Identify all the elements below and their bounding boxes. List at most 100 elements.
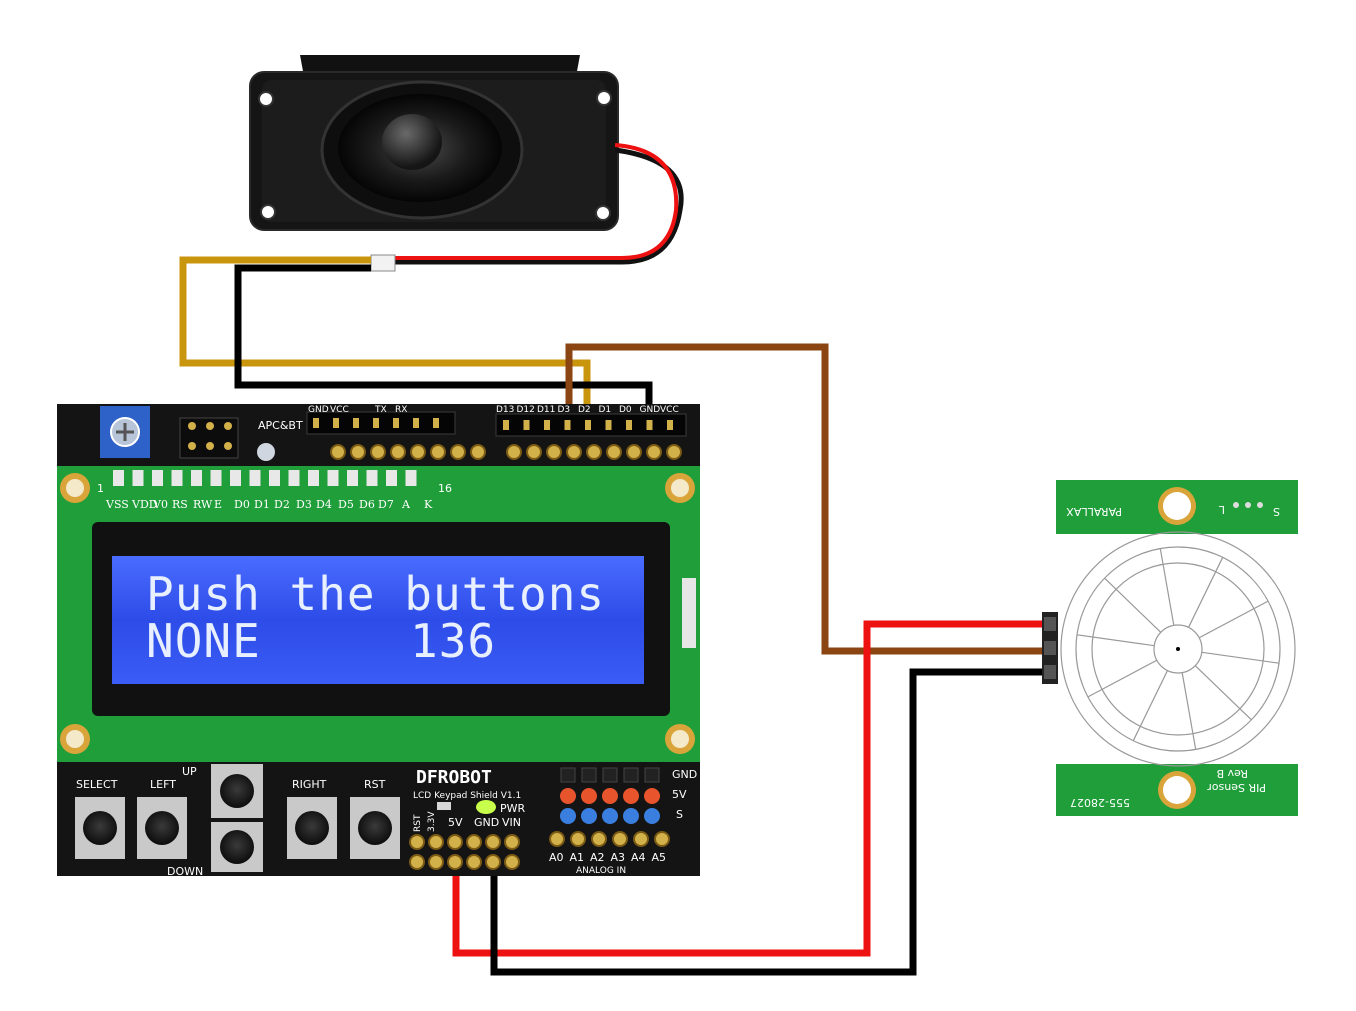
lcd-pin-tab xyxy=(269,470,280,486)
lcd-pin-label: VDD xyxy=(131,498,158,511)
header-pin xyxy=(333,418,339,428)
power-pad xyxy=(485,834,501,850)
lens-segment-line xyxy=(1187,557,1224,628)
pir-part: 555-28027 xyxy=(1070,796,1130,809)
lcd-pin-tab xyxy=(327,470,339,486)
lcd-pin-label: A xyxy=(401,498,411,511)
pir-name: PIR Sensor xyxy=(1207,781,1266,794)
lcd-line-2-left: NONE xyxy=(146,614,261,668)
digital-pin xyxy=(523,420,530,430)
lcd-display xyxy=(112,556,644,684)
dfrobot-logo: DFROBOT xyxy=(416,767,492,788)
lens-segment-line xyxy=(1198,600,1269,639)
up-label: UP xyxy=(182,765,197,778)
power-pad xyxy=(409,854,425,870)
lcd-pin-1: 1 xyxy=(97,482,104,495)
lcd-pin-label: K xyxy=(424,498,433,511)
lcd-pin-tab xyxy=(308,470,319,486)
up-button[interactable] xyxy=(211,764,263,818)
pwr-label: PWR xyxy=(500,802,526,815)
solder-pad xyxy=(350,444,366,460)
power-pad xyxy=(466,834,482,850)
header-pin xyxy=(313,418,319,428)
solder-pad xyxy=(546,444,562,460)
analog-pin-label: A0 xyxy=(549,851,564,864)
speaker xyxy=(249,55,619,231)
lcd-pin-tab xyxy=(171,470,183,486)
header-signal xyxy=(560,808,576,824)
down-button[interactable] xyxy=(211,822,263,872)
lcd-pin-tab xyxy=(249,470,261,486)
right-button[interactable] xyxy=(287,797,337,859)
digital-pin xyxy=(626,420,632,430)
analog-pin-label: A1 xyxy=(570,851,585,864)
power-pad xyxy=(447,834,463,850)
solder-pad xyxy=(626,444,642,460)
header-signal xyxy=(602,808,618,824)
power-pad xyxy=(428,854,444,870)
select-label: SELECT xyxy=(76,778,118,791)
select-button[interactable] xyxy=(75,797,125,859)
wire-black-speaker xyxy=(234,264,653,410)
header-label-vcc: VCC xyxy=(330,405,349,415)
solder-pad xyxy=(586,444,602,460)
power-led-icon xyxy=(476,800,496,814)
digital-pin xyxy=(503,420,509,430)
lens-segment-line xyxy=(1076,634,1155,647)
power-pad xyxy=(409,834,425,850)
lcd-pin-tab xyxy=(347,470,358,486)
lcd-pin-tab xyxy=(132,470,144,486)
solder-pad xyxy=(430,444,446,460)
power-pad xyxy=(447,854,463,870)
lcd-pin-label: D5 xyxy=(338,498,354,511)
analog-pin-label: A3 xyxy=(611,851,626,864)
down-label: DOWN xyxy=(167,865,203,878)
v5-label: 5V xyxy=(448,816,463,829)
analog-pad xyxy=(633,831,649,847)
analog-pin-label: A4 xyxy=(631,851,646,864)
model-label: LCD Keypad Shield V1.1 xyxy=(413,791,521,801)
speaker-connector xyxy=(370,254,396,272)
lcd-pin-tab xyxy=(230,470,241,486)
header-gnd xyxy=(581,767,597,783)
solder-pad xyxy=(370,444,386,460)
solder-pad xyxy=(506,444,522,460)
solder-pad xyxy=(390,444,406,460)
header-signal xyxy=(623,808,639,824)
lcd-pin-tab xyxy=(405,470,417,486)
analog-pad xyxy=(591,831,607,847)
header-5v xyxy=(602,788,618,804)
digital-pin-label: D11 xyxy=(537,405,555,415)
lcd-line-1: Push the buttons xyxy=(146,567,605,621)
digital-pin-label: D1 xyxy=(599,405,612,415)
digital-pin-label: GND xyxy=(640,405,661,415)
lens-segment-line xyxy=(1181,672,1197,750)
digital-pin xyxy=(544,420,550,430)
header-pin xyxy=(433,418,439,428)
v33-label: 3.3V xyxy=(427,811,437,832)
lcd-pin-label: E xyxy=(214,498,222,511)
lens-segment-line xyxy=(1201,651,1280,664)
digital-pin-label: VCC xyxy=(660,405,679,415)
solder-pad xyxy=(566,444,582,460)
header-pin xyxy=(373,418,379,428)
gnd-label: GND xyxy=(474,816,499,829)
vin-label: VIN xyxy=(502,816,521,829)
analog-pad xyxy=(570,831,586,847)
digital-pin xyxy=(667,420,673,430)
pir-sensor: PARALLAX L S 555-28027 PIR Sensor Rev B xyxy=(1042,480,1298,816)
left-label: LEFT xyxy=(150,778,176,791)
header-signal xyxy=(644,808,660,824)
digital-pin xyxy=(564,420,571,430)
left-button[interactable] xyxy=(137,797,187,859)
solder-pad xyxy=(410,444,426,460)
side-gnd-label: GND xyxy=(672,768,697,781)
wire-brown xyxy=(565,343,1045,655)
lens-segment-line xyxy=(1159,548,1175,626)
rst-side-label: RST xyxy=(413,814,423,832)
side-s-label: S xyxy=(676,808,683,821)
header-pin xyxy=(353,418,359,428)
lcd-pin-tab xyxy=(366,470,378,486)
rst-button[interactable] xyxy=(350,797,400,859)
side-5v-label: 5V xyxy=(672,788,687,801)
